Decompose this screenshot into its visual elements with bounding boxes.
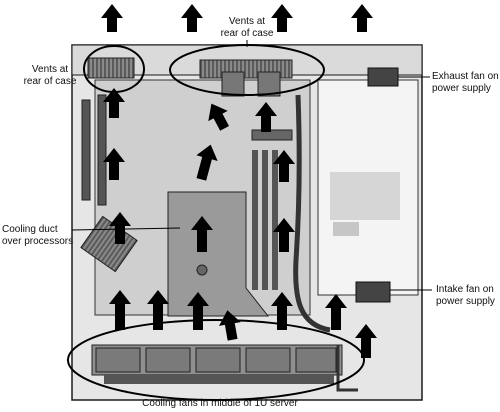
cooling-fans-caption: Cooling fans in middle of 1U server [120,398,320,410]
psu-label [330,172,400,220]
intake-fan-label-line2: power supply [436,296,495,307]
airflow-arrow [325,294,347,330]
rear-connector-1 [221,71,245,97]
memory-slot [252,150,258,290]
power-cable [293,94,331,333]
airflow-arrow [101,4,123,32]
fan-unit [145,347,191,373]
fan-base [104,374,334,384]
rear-vent-left [87,57,135,79]
airflow-arrow [191,216,213,252]
fan-unit [95,347,141,373]
side-bracket [336,345,358,392]
airflow-arrow [218,310,241,341]
airflow-arrow [103,88,125,118]
vents-left-label: Vents at rear of case [20,64,80,88]
cooling-fans-caption-text: Cooling fans in middle of 1U server [142,398,298,409]
ribbon-connector [251,129,293,141]
cooling-duct-label-line2: over processors [2,236,74,247]
airflow-arrow [187,292,209,330]
airflow-arrow [103,148,125,180]
intake-fan-label: Intake fan on power supply [436,284,500,308]
exhaust-fan [367,67,399,87]
fan-unit [195,347,241,373]
airflow-arrow [255,102,277,132]
memory-slot [272,150,278,290]
exhaust-fan-label-line1: Exhaust fan on [432,71,499,82]
leader-line-duct [71,227,181,231]
exhaust-fan-label: Exhaust fan on power supply [432,71,500,95]
psu-label-small [333,222,359,236]
vents-center-label: Vents at rear of case [214,16,280,40]
cooling-duct [167,191,270,317]
airflow-arrow [273,218,295,252]
airflow-arrow [196,144,218,181]
vents-center-label-line2: rear of case [220,28,274,39]
rear-connector-2 [257,71,281,97]
airflow-arrow [147,290,169,330]
vents-center-label-line1: Vents at [228,16,266,27]
expansion-slot [81,99,91,201]
airflow-arrow [109,290,131,330]
exhaust-fan-label-line2: power supply [432,83,491,94]
fan-unit [295,347,337,373]
cooling-duct-label: Cooling duct over processors [2,224,74,248]
airflow-arrow [208,103,229,131]
airflow-arrow [271,4,293,32]
vents-left-label-line1: Vents at [31,64,69,75]
cooling-duct-label-line1: Cooling duct [2,224,58,235]
intake-fan-label-line1: Intake fan on [436,284,494,295]
intake-fan [355,281,391,303]
airflow-arrow [181,4,203,32]
vents-left-label-line2: rear of case [23,76,77,87]
airflow-arrow [355,324,377,358]
fans-highlight [67,319,365,401]
airflow-arrow [273,150,295,182]
airflow-arrow [271,292,293,330]
airflow-arrow [351,4,373,32]
fan-unit [245,347,291,373]
expansion-slot [97,94,107,206]
memory-slot [262,150,268,290]
airflow-arrows [101,4,377,358]
duct-screw [196,264,208,276]
airflow-arrow [109,212,131,244]
